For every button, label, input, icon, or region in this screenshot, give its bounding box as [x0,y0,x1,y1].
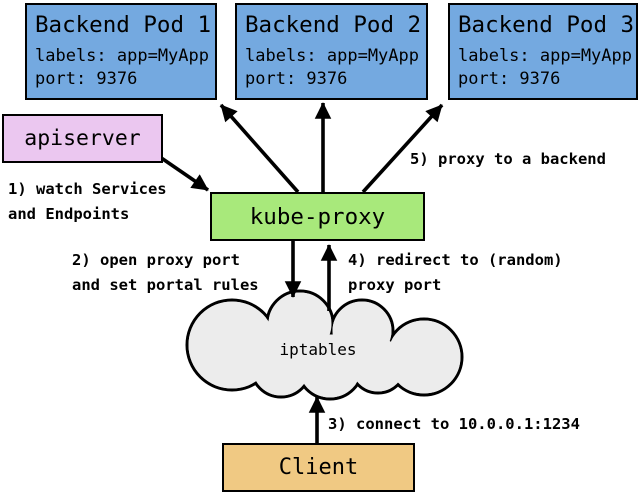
annotation-step1: 1) watch Services and Endpoints [8,180,167,223]
iptables-cloud [185,289,464,401]
apiserver-label: apiserver [24,126,141,151]
apiserver-node: apiserver [2,114,163,163]
annotation-step3: 3) connect to 10.0.0.1:1234 [328,415,580,433]
backend-pod-1: Backend Pod 1 labels: app=MyApp port: 93… [25,3,217,100]
annotation-step4: 4) redirect to (random) proxy port [348,251,563,294]
annotation-step2: 2) open proxy port and set portal rules [72,251,259,294]
pod-port: port: 9376 [245,68,348,89]
arrow-kubeproxy-to-pod1 [219,103,300,194]
arrow-kubeproxy-to-pod3 [361,103,444,194]
pod-labels: labels: app=MyApp [35,46,209,66]
pod-port: port: 9376 [458,68,561,89]
pod-labels: labels: app=MyApp [458,46,632,66]
backend-pod-3: Backend Pod 3 labels: app=MyApp port: 93… [448,3,638,100]
pod-port: port: 9376 [35,68,138,89]
pod-title: Backend Pod 3 [458,12,635,38]
annotation-step5: 5) proxy to a backend [410,150,606,168]
kube-proxy-node: kube-proxy [210,192,425,241]
client-node: Client [222,443,415,492]
pod-labels: labels: app=MyApp [245,46,419,66]
client-label: Client [278,455,359,480]
kube-proxy-label: kube-proxy [249,203,386,230]
iptables-label: iptables [279,340,357,359]
pod-title: Backend Pod 1 [35,12,212,38]
backend-pod-2: Backend Pod 2 labels: app=MyApp port: 93… [235,3,428,100]
arrow-apiserver-to-kubeproxy [155,153,210,192]
pod-title: Backend Pod 2 [245,12,422,38]
